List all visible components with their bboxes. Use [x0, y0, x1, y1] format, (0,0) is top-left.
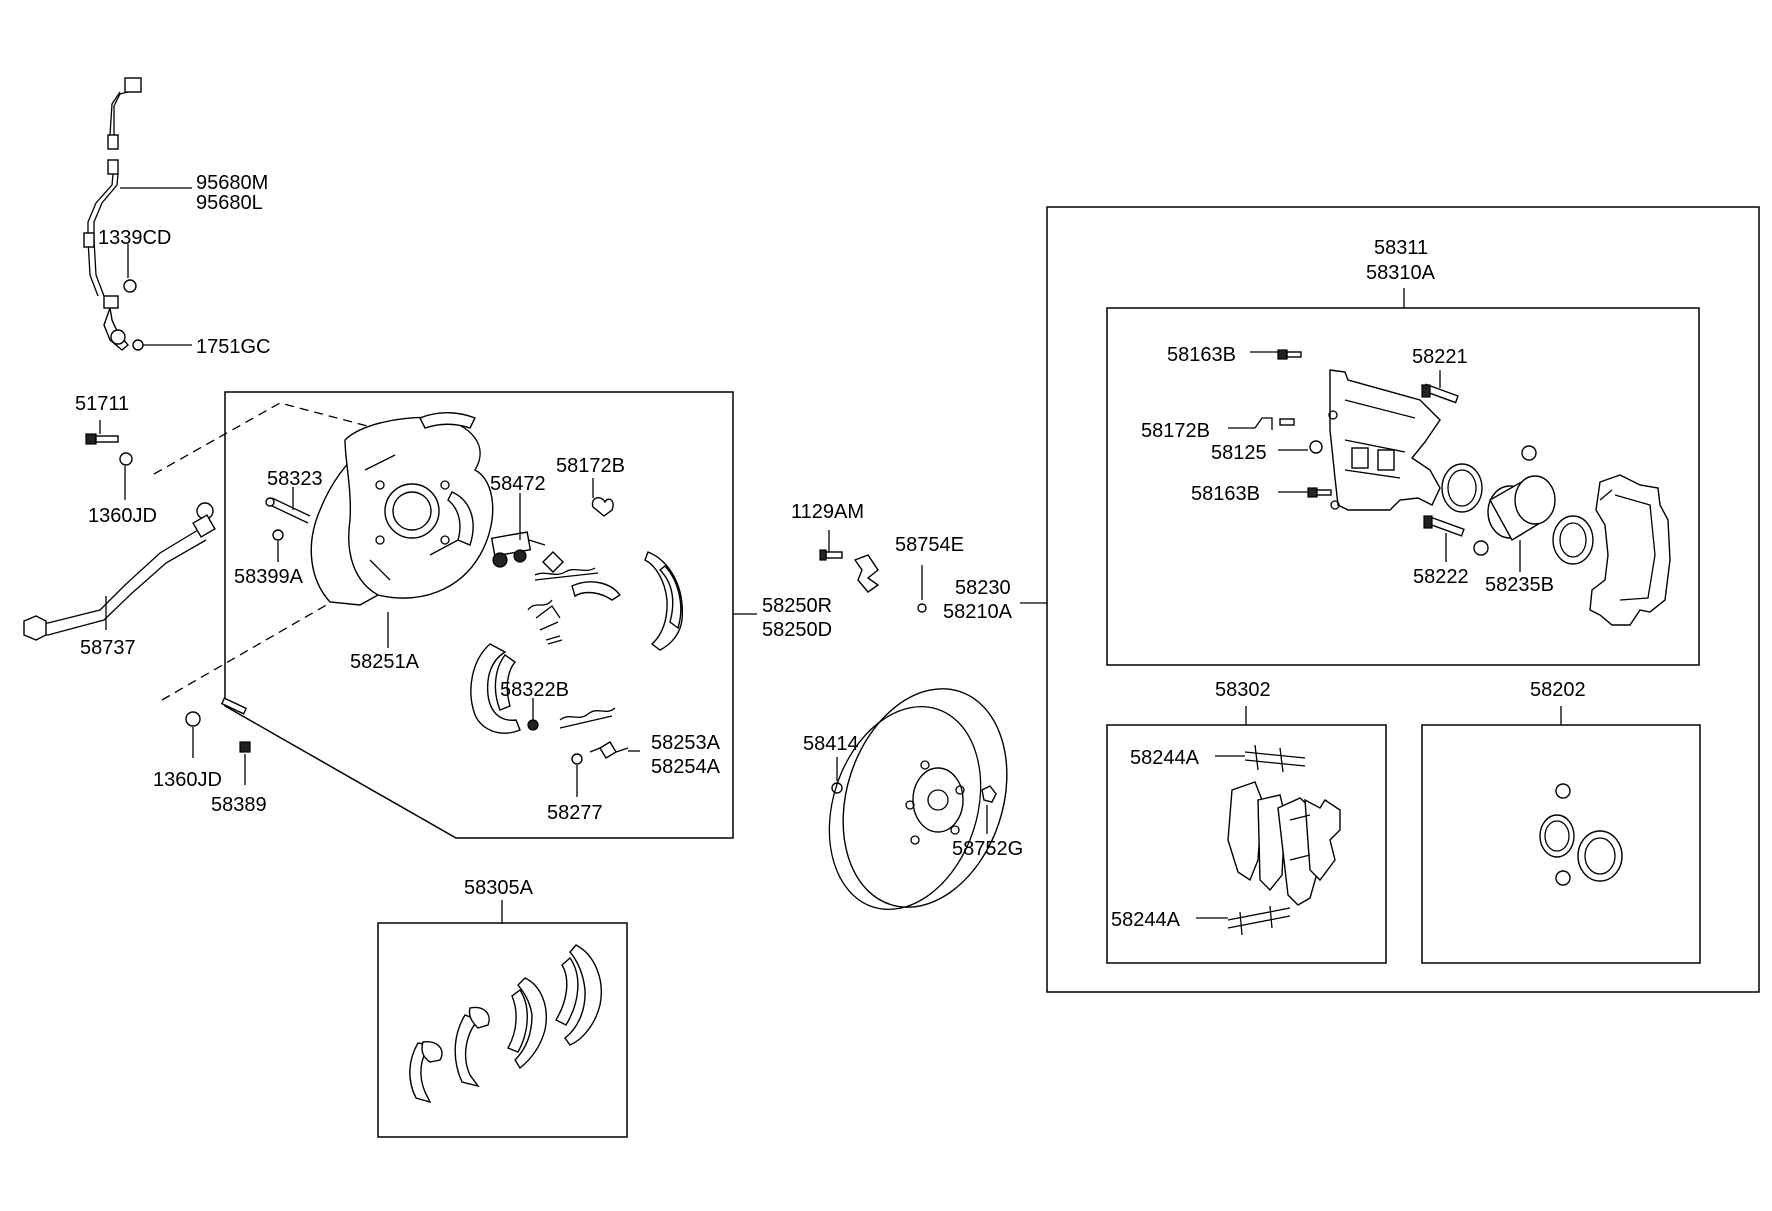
guide-pin-upper — [1421, 383, 1459, 404]
label-58250D: 58250D — [762, 619, 832, 641]
label-58737: 58737 — [80, 637, 136, 659]
label-58250R: 58250R — [762, 595, 832, 617]
label-1129AM: 1129AM — [791, 501, 864, 523]
label-58322B: 58322B — [500, 679, 569, 701]
sensor-washer-icon — [132, 339, 144, 351]
brake-disc — [828, 688, 1008, 911]
label-95680M: 95680M — [196, 172, 268, 194]
label-58221: 58221 — [1412, 346, 1468, 368]
mounting-bolt-upper — [85, 433, 119, 445]
backing-plate — [310, 412, 494, 606]
label-58754E: 58754E — [895, 534, 964, 556]
brake-shoe-right — [644, 551, 684, 651]
dust-boot-ring — [1552, 515, 1594, 565]
caliper-bolt-bottom — [1307, 487, 1332, 498]
brake-hose — [23, 502, 216, 641]
label-58311: 58311 — [1374, 237, 1428, 259]
label-95680L: 95680L — [196, 192, 263, 214]
label-58389: 58389 — [211, 794, 267, 816]
seal-kit-parts — [1539, 783, 1623, 886]
label-58310A: 58310A — [1366, 262, 1436, 284]
piston-seal-ring — [1441, 463, 1483, 513]
label-58230: 58230 — [955, 577, 1011, 599]
label-58244A-lower: 58244A — [1111, 909, 1181, 931]
label-58172B-front: 58172B — [1141, 420, 1210, 442]
caliper-piston — [1487, 475, 1556, 541]
label-58399A: 58399A — [234, 566, 304, 588]
label-1751GC: 1751GC — [196, 336, 271, 358]
hold-down-pin-icon — [571, 753, 583, 765]
caliper-assembly-frame — [1106, 307, 1700, 666]
leader-lines — [99, 187, 1562, 923]
brake-pads — [1227, 781, 1341, 906]
label-58172B-rear: 58172B — [556, 455, 625, 477]
wheel-stud — [981, 785, 997, 803]
label-58222: 58222 — [1413, 566, 1469, 588]
label-58125: 58125 — [1211, 442, 1267, 464]
dashed-leader-upper — [153, 402, 376, 475]
label-1339CD: 1339CD — [98, 227, 171, 249]
shoe-kit-shoes — [409, 944, 602, 1104]
label-58752G: 58752G — [952, 838, 1023, 860]
label-58254A: 58254A — [651, 756, 721, 778]
caliper-bracket — [1328, 369, 1441, 511]
sensor-bolt-icon — [123, 279, 137, 293]
label-58202: 58202 — [1530, 679, 1586, 701]
label-1360JD-lower: 1360JD — [153, 769, 222, 791]
pin-boot-upper-icon — [1521, 445, 1537, 461]
label-58277: 58277 — [547, 802, 603, 824]
front-caliper-outer-frame — [1046, 206, 1760, 993]
dust-cap-icon — [917, 603, 927, 613]
pin-boot-lower-icon — [1473, 540, 1489, 556]
adjuster-bolt — [265, 497, 311, 524]
inspection-plug-icon — [272, 529, 284, 541]
anti-rattle-clip-lower — [1227, 905, 1291, 936]
bleed-screw-front — [1254, 417, 1295, 430]
adjuster-spring — [589, 741, 629, 759]
label-58210A: 58210A — [943, 601, 1013, 623]
guide-pin-lower — [1423, 515, 1465, 537]
label-1360JD-upper: 1360JD — [88, 505, 157, 527]
label-58244A-upper: 58244A — [1130, 747, 1200, 769]
label-51711: 51711 — [75, 393, 129, 415]
bleeder-bolt — [819, 549, 843, 561]
caliper-bolt-top — [1277, 349, 1302, 360]
label-58472: 58472 — [490, 473, 546, 495]
wheel-speed-sensor-cable — [83, 77, 142, 351]
label-58414: 58414 — [803, 733, 859, 755]
bleed-cap-icon — [1309, 440, 1323, 454]
label-58163B-upper: 58163B — [1167, 344, 1236, 366]
label-58323: 58323 — [267, 468, 323, 490]
label-58305A: 58305A — [464, 877, 534, 899]
return-springs — [527, 551, 622, 645]
label-58253A: 58253A — [651, 732, 721, 754]
label-58302: 58302 — [1215, 679, 1271, 701]
label-58251A: 58251A — [350, 651, 420, 673]
anti-rattle-clip-upper — [1244, 744, 1306, 773]
shoe-hold-clip — [591, 497, 614, 517]
rear-brake-assembly-frame — [224, 391, 734, 839]
mounting-bolt-lower — [220, 697, 251, 753]
label-58235B: 58235B — [1485, 574, 1554, 596]
caliper-housing — [1589, 474, 1671, 626]
label-58163B-lower: 58163B — [1191, 483, 1260, 505]
parking-brake-lever — [490, 531, 546, 568]
lower-spring — [527, 707, 616, 731]
shoe-kit-frame — [377, 922, 628, 1138]
washer-lower-icon — [185, 711, 201, 727]
dashed-leader-lower — [161, 602, 331, 701]
washer-upper-icon — [119, 452, 133, 466]
clip-bracket — [853, 554, 880, 593]
brake-shoe-left — [470, 643, 521, 734]
